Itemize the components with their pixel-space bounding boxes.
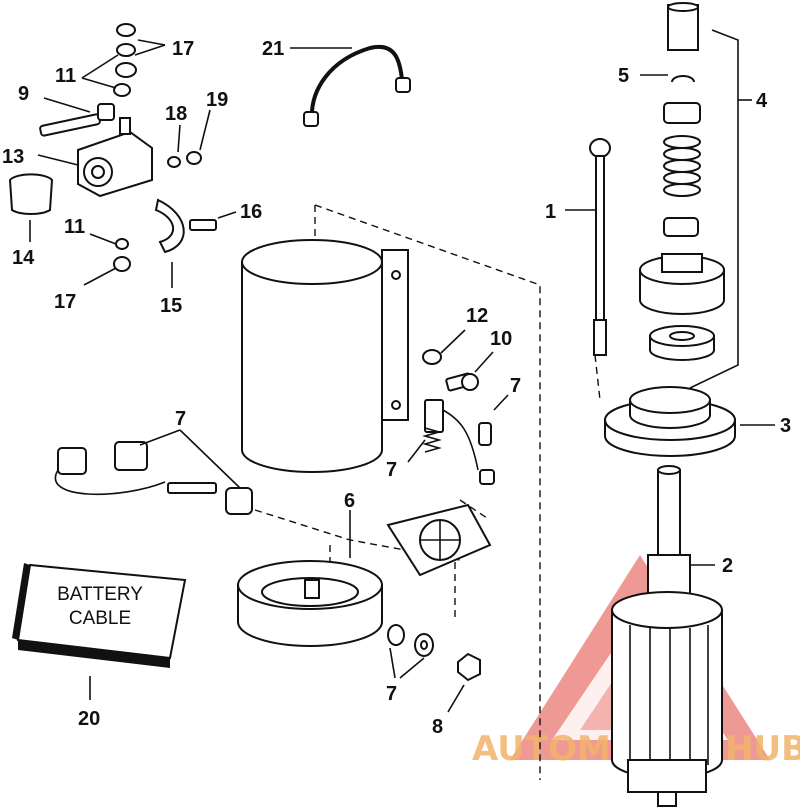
commutator-end-cap <box>237 560 383 647</box>
callout-8: 8 <box>432 716 443 738</box>
armature-2 <box>611 465 723 807</box>
callout-numbers: 1 2 3 4 5 6 7 7 7 7 8 9 10 11 11 12 13 1… <box>2 38 791 738</box>
field-frame-housing <box>241 239 409 473</box>
battery-cable-21 <box>290 44 411 127</box>
callout-9: 9 <box>18 83 29 105</box>
battery-label-line1: BATTERY <box>57 584 143 605</box>
solenoid-assembly <box>8 23 237 288</box>
callout-7-right: 7 <box>510 375 521 397</box>
callout-12: 12 <box>466 305 488 327</box>
callout-6: 6 <box>344 490 355 512</box>
callout-16: 16 <box>240 201 262 223</box>
callout-2: 2 <box>722 555 733 577</box>
callout-11-bottom: 11 <box>64 216 85 238</box>
callout-3: 3 <box>780 415 791 437</box>
drive-assembly-4 <box>639 2 752 389</box>
callout-1: 1 <box>545 201 556 223</box>
washer-12-bolt-10 <box>422 329 494 392</box>
battery-cable-box: BATTERY CABLE <box>12 563 187 700</box>
spring <box>663 135 701 197</box>
callout-17-top: 17 <box>172 38 194 60</box>
callout-17-bottom: 17 <box>54 291 76 313</box>
callout-18: 18 <box>165 103 187 125</box>
callout-10: 10 <box>490 328 512 350</box>
callout-11-top: 11 <box>55 65 76 87</box>
brush-spring-upper <box>407 394 509 485</box>
callout-5: 5 <box>618 65 629 87</box>
callout-13: 13 <box>2 146 24 168</box>
drive-end-frame-3 <box>604 386 775 457</box>
callout-4: 4 <box>756 90 768 112</box>
battery-label-line2: CABLE <box>69 608 131 629</box>
callout-7-left: 7 <box>175 408 186 430</box>
brush-lead-left <box>54 429 253 515</box>
callout-7-washers: 7 <box>386 683 397 705</box>
callout-19: 19 <box>206 89 228 111</box>
callout-7-spring: 7 <box>386 459 397 481</box>
through-bolt-1 <box>565 138 611 356</box>
washers-7-nut-8 <box>387 624 481 713</box>
callout-14: 14 <box>12 247 35 269</box>
callout-21: 21 <box>262 38 284 60</box>
callout-15: 15 <box>160 295 182 317</box>
callout-20: 20 <box>78 708 100 730</box>
brush-plate-6 <box>349 503 492 577</box>
